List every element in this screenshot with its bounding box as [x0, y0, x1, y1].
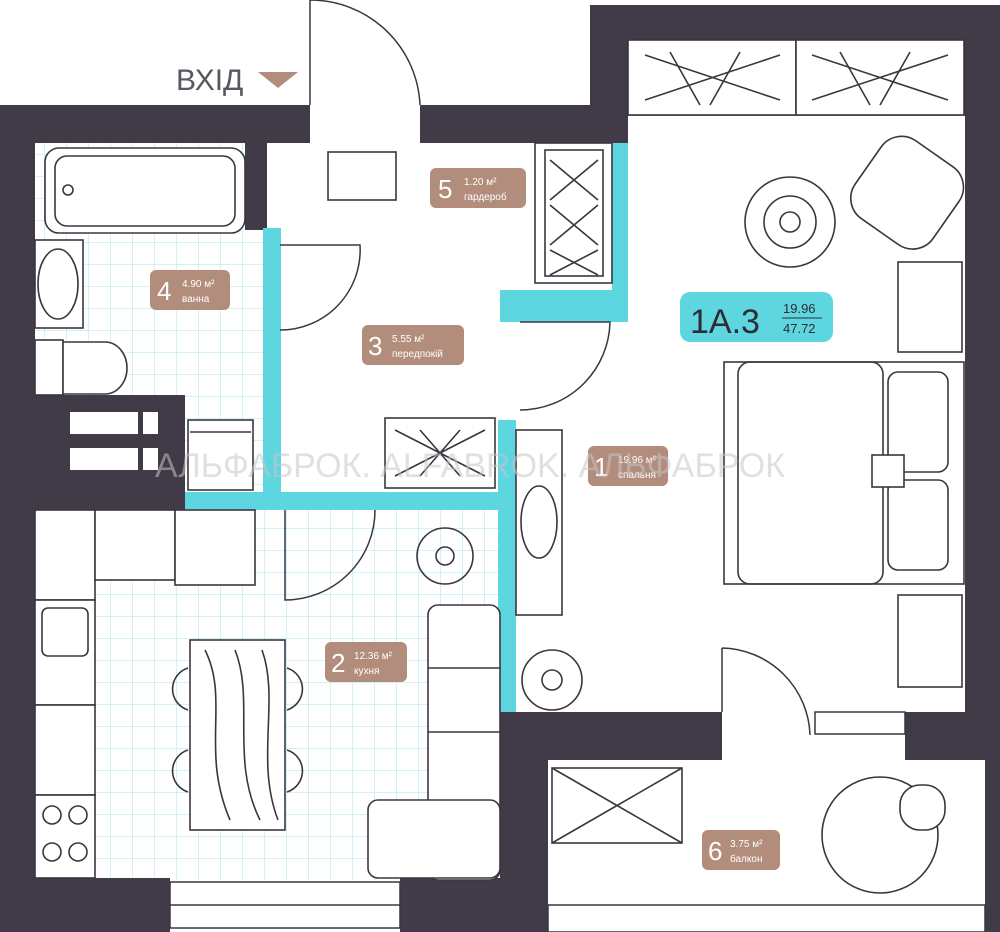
entrance-arrow-icon [258, 72, 298, 88]
room-badge-4: 4 4.90 м² ванна [150, 270, 230, 310]
room-number: 1 [594, 452, 608, 482]
balcony-chair [821, 776, 946, 894]
room-area: 5.55 м² [392, 334, 425, 345]
room-badge-5: 5 1.20 м² гардероб [430, 168, 526, 208]
apartment-code-badge: 1A.3 19.96 47.72 [680, 292, 833, 342]
room-name: передпокій [392, 349, 443, 360]
room-number: 2 [331, 648, 345, 678]
round-table [744, 176, 836, 268]
bath-cabinet [35, 400, 165, 490]
room-badge-2: 2 12.36 м² кухня [325, 642, 407, 682]
balcony-box [551, 767, 683, 844]
dining-table [171, 639, 304, 831]
wardrobe-5 [534, 142, 613, 284]
room-area: 12.36 м² [354, 651, 393, 662]
doors [279, 0, 811, 736]
toilet [34, 339, 128, 396]
plant-kitchen [416, 527, 474, 585]
bathtub [44, 147, 246, 234]
apartment-total-area: 47.72 [783, 321, 816, 336]
plant-bedroom [521, 649, 583, 711]
room-area: 19.96 м² [618, 455, 657, 466]
room-badge-6: 6 3.75 м² балкон [702, 830, 780, 870]
bedroom-wardrobe [627, 39, 965, 116]
kitchen-counter [34, 509, 256, 879]
watermark: АЛЬФАБРОК. ALFABROK. АЛЬФАБРОК [155, 447, 785, 485]
room-number: 3 [368, 331, 382, 361]
room-name: гардероб [464, 191, 507, 203]
armchair [849, 135, 965, 250]
room-name: балкон [730, 853, 762, 865]
nightstand-bottom [897, 594, 963, 688]
room-area: 1.20 м² [464, 177, 497, 188]
room-area: 3.75 м² [730, 839, 763, 850]
apartment-living-area: 19.96 [783, 301, 816, 316]
sink [34, 239, 84, 329]
washing-machine [187, 419, 254, 491]
room-badge-1: 1 19.96 м² спальня [588, 446, 668, 486]
sofa [367, 604, 501, 881]
room-number: 6 [708, 836, 722, 866]
room-name: кухня [354, 666, 379, 677]
room-number: 5 [438, 174, 452, 204]
accent-walls [185, 143, 628, 712]
nightstand-top [897, 261, 963, 353]
apartment-code: 1A.3 [690, 303, 760, 341]
room-area: 4.90 м² [182, 279, 215, 290]
room-name: ванна [182, 294, 210, 305]
walls [0, 5, 1000, 932]
entrance-label: ВХІД [176, 64, 298, 97]
room-number: 4 [157, 276, 171, 306]
room-name: спальня [618, 470, 656, 481]
bed [723, 361, 965, 585]
rug [327, 151, 397, 201]
hall-shelf [384, 417, 496, 489]
entrance-text: ВХІД [176, 64, 243, 97]
mirror-stand [515, 429, 563, 616]
room-badge-3: 3 5.55 м² передпокій [362, 325, 464, 365]
